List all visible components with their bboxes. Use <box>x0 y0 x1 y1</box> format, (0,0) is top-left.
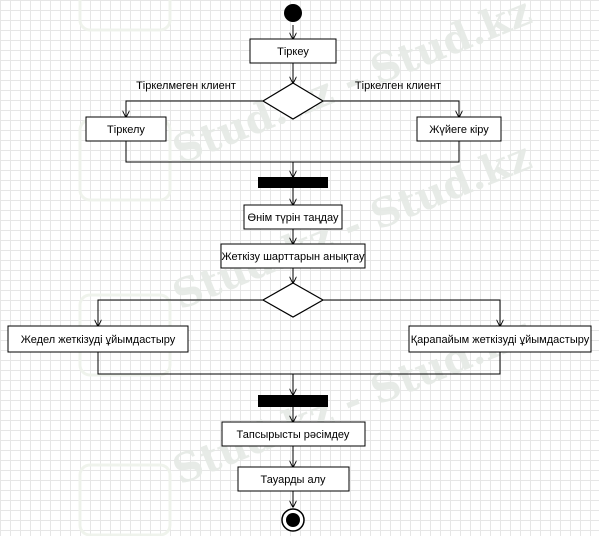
guard-unregistered: Тіркелмеген клиент <box>136 80 236 92</box>
guard-registered: Тіркелген клиент <box>355 80 441 92</box>
start-node <box>284 4 302 22</box>
action-login: Жүйеге кіру <box>416 116 502 142</box>
action-login-label: Жүйеге кіру <box>429 124 489 136</box>
action-signup: Тіркелу <box>85 116 167 142</box>
action-express-delivery: Жедел жеткізуді ұйымдастыру <box>7 325 189 353</box>
edge-decision-to-simple <box>323 299 500 326</box>
action-signup-label: Тіркелу <box>107 124 145 136</box>
action-delivery-terms: Жеткізу шарттарын анықтау <box>220 243 366 269</box>
action-express-delivery-label: Жедел жеткізуді ұйымдастыру <box>21 334 176 346</box>
watermark-text: Stud.kz - Stud.kz <box>166 133 538 320</box>
action-receive-goods-label: Тауарды алу <box>261 474 326 486</box>
end-node <box>281 508 305 532</box>
action-receive-goods: Тауарды алу <box>237 466 350 492</box>
action-place-order-label: Тапсырысты рәсімдеу <box>237 429 350 441</box>
decision-delivery-type <box>261 282 325 318</box>
action-simple-delivery: Қарапайым жеткізуді ұйымдастыру <box>408 325 592 353</box>
action-register-label: Тіркеу <box>277 46 309 58</box>
fork-bar <box>258 177 328 188</box>
action-place-order: Тапсырысты рәсімдеу <box>221 421 366 447</box>
edge-express-to-join <box>97 352 501 375</box>
action-simple-delivery-label: Қарапайым жеткізуді ұйымдастыру <box>411 334 590 346</box>
decision-customer-type <box>261 82 325 120</box>
action-register: Тіркеу <box>249 38 337 64</box>
action-delivery-terms-label: Жеткізу шарттарын анықтау <box>222 251 365 263</box>
edge-decision-to-express <box>98 299 263 326</box>
edges <box>98 25 500 507</box>
action-choose-product: Өнім түрін таңдау <box>243 204 343 230</box>
fork-bar <box>258 395 328 407</box>
action-choose-product-label: Өнім түрін таңдау <box>248 212 339 224</box>
edge-decision-to-login <box>323 100 459 117</box>
edge-decision-to-signup <box>126 100 263 117</box>
